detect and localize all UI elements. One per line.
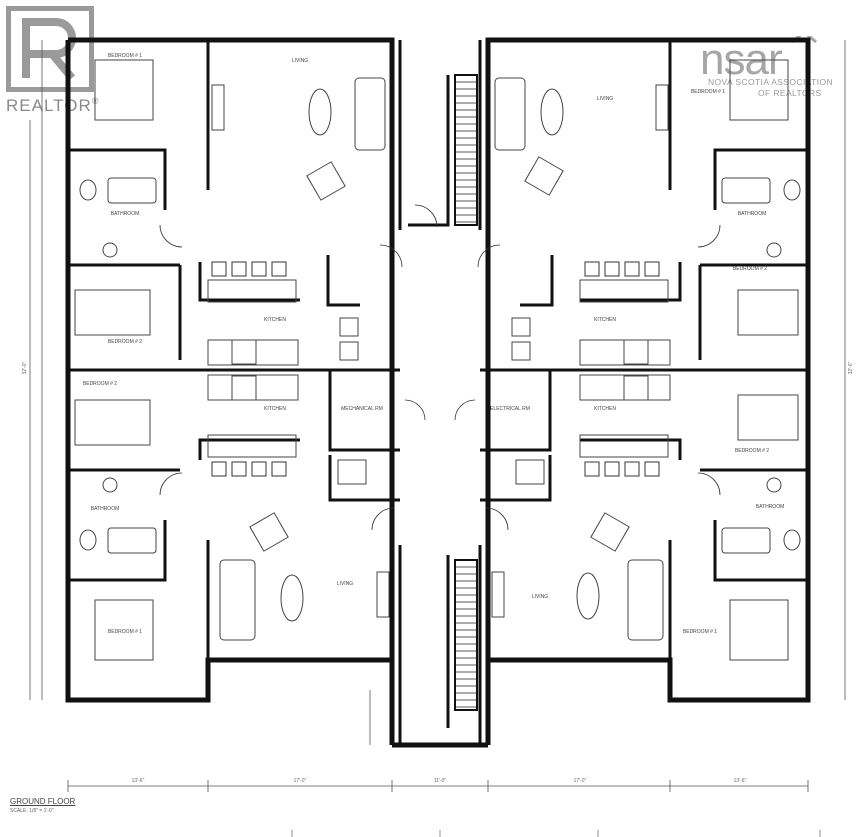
label-kitchen-tr: KITCHEN: [594, 317, 616, 323]
door-swings: [159, 204, 721, 531]
label-bedroom2-bl: BEDROOM # 2: [83, 381, 117, 387]
bar-stool: [644, 261, 660, 277]
dim-bottom-2: 17'-0": [294, 778, 307, 784]
bar-stool: [624, 261, 640, 277]
label-electrical: ELECTRICAL RM: [490, 406, 530, 412]
dim-left: 32'-0": [22, 361, 28, 374]
label-bedroom2-tr: BEDROOM # 2: [733, 266, 767, 272]
nsar-line1: NOVA SCOTIA ASSOCIATION: [708, 77, 834, 87]
label-bathroom-tl: BATHROOM: [111, 211, 140, 217]
bar-stool: [251, 261, 267, 277]
interior-walls: [68, 40, 808, 745]
plan-scale: SCALE: 1/8" = 1'-0": [10, 808, 54, 814]
bar-stool: [211, 261, 227, 277]
label-bathroom-br: BATHROOM: [756, 504, 785, 510]
nsar-line2: OF REALTORS: [758, 88, 822, 98]
dim-bottom-5: 13'-6": [734, 778, 747, 784]
bar-stools: [211, 261, 660, 477]
label-bedroom2-br: BEDROOM # 2: [735, 448, 769, 454]
label-mechanical: MECHANICAL RM: [341, 406, 383, 412]
bar-stool: [231, 461, 247, 477]
room-labels: BEDROOM # 1 BEDROOM # 1 BEDROOM # 1 BEDR…: [83, 53, 784, 635]
bar-stool: [251, 461, 267, 477]
furniture: [74, 59, 801, 661]
bar-stool: [211, 461, 227, 477]
label-living-tl: LIVING: [292, 58, 309, 64]
label-living-bl: LIVING: [337, 581, 354, 587]
stairs: [454, 74, 478, 711]
bar-stool: [231, 261, 247, 277]
dim-bottom-3: 11'-0": [434, 778, 447, 784]
label-living-br: LIVING: [532, 594, 549, 600]
bar-stool: [271, 261, 287, 277]
label-bedroom1-br: BEDROOM # 1: [683, 629, 717, 635]
label-bedroom1-bl: BEDROOM # 1: [108, 629, 142, 635]
label-kitchen-br: KITCHEN: [594, 406, 616, 412]
label-bedroom1-tr: BEDROOM # 1: [691, 89, 725, 95]
bar-stool: [604, 261, 620, 277]
label-bathroom-tr: BATHROOM: [738, 211, 767, 217]
exterior-walls: [65, 37, 811, 748]
bar-stool: [271, 461, 287, 477]
bar-stool: [644, 461, 660, 477]
dimension-labels: 13'-6" 17'-0" 11'-0" 17'-0" 13'-6" 32'-0…: [22, 361, 854, 784]
label-living-tr: LIVING: [597, 96, 614, 102]
label-bathroom-bl: BATHROOM: [91, 506, 120, 512]
label-bedroom1-tl: BEDROOM # 1: [108, 53, 142, 59]
bar-stool: [584, 461, 600, 477]
dim-bottom-4: 17'-0": [574, 778, 587, 784]
bar-stool: [584, 261, 600, 277]
bar-stool: [604, 461, 620, 477]
plan-title: GROUND FLOOR: [10, 797, 76, 806]
label-kitchen-bl: KITCHEN: [264, 406, 286, 412]
scale-ticks: [291, 830, 821, 837]
bar-stool: [624, 461, 640, 477]
dim-right: 32'-0": [848, 361, 854, 374]
dim-bottom-1: 13'-6": [132, 778, 145, 784]
label-kitchen-tl: KITCHEN: [264, 317, 286, 323]
dimension-lines: [29, 40, 846, 792]
label-bedroom2-tl: BEDROOM # 2: [108, 339, 142, 345]
